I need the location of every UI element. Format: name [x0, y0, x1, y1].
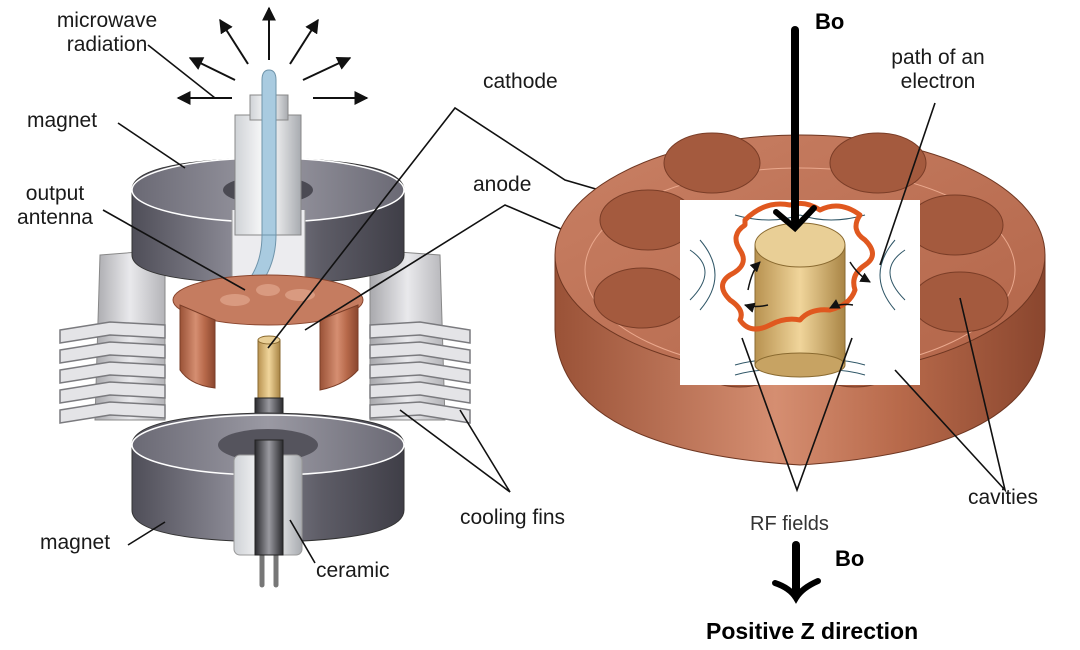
- cavity: [663, 132, 761, 194]
- label-output-antenna-line2: antenna: [17, 206, 93, 229]
- label-path-of-electron: path of an electron: [878, 46, 998, 94]
- label-output-antenna-line1: output: [25, 182, 85, 205]
- electron-path: [720, 200, 875, 332]
- label-bo-top: Bo: [815, 9, 845, 34]
- label-bo-bottom: Bo: [835, 546, 865, 571]
- label-magnet-bottom: magnet: [40, 531, 111, 554]
- label-output-antenna: output antenna: [10, 182, 100, 230]
- cathode-cylinder: [754, 222, 846, 378]
- label-magnet-top: magnet: [27, 109, 98, 132]
- cavity: [906, 194, 1004, 256]
- label-cooling-fins: cooling fins: [460, 506, 566, 529]
- label-anode: anode: [473, 173, 532, 196]
- output-antenna-assembly: [234, 69, 302, 303]
- cavity: [911, 271, 1009, 333]
- label-path-of-electron-line1: path of an: [891, 46, 985, 69]
- label-microwave-radiation-line1: microwave: [56, 9, 158, 32]
- leader-lines-right: [741, 102, 1007, 493]
- label-cavities: cavities: [968, 486, 1039, 509]
- label-cathode: cathode: [483, 70, 558, 93]
- label-microwave-radiation: microwave radiation: [42, 9, 172, 57]
- bottom-magnet: [131, 412, 405, 556]
- radiation-arrow: [302, 57, 352, 81]
- radiation-arrow: [289, 18, 319, 65]
- label-path-of-electron-line2: electron: [900, 70, 976, 93]
- electron-direction-arrows: [743, 261, 871, 313]
- label-rf-fields: RF fields: [750, 513, 829, 535]
- anode-block-cutaway: [554, 26, 1046, 604]
- bo-top-arrow: [773, 26, 817, 233]
- label-microwave-radiation-line2: radiation: [66, 33, 148, 56]
- cavity: [593, 267, 691, 329]
- bo-bottom-arrow: [772, 541, 821, 604]
- label-ceramic: ceramic: [316, 559, 390, 582]
- radiation-arrow: [188, 57, 236, 81]
- cavity: [829, 132, 927, 194]
- label-positive-z-direction: Positive Z direction: [706, 618, 919, 644]
- radiation-arrow: [219, 18, 249, 65]
- cooling-fins: [59, 249, 471, 424]
